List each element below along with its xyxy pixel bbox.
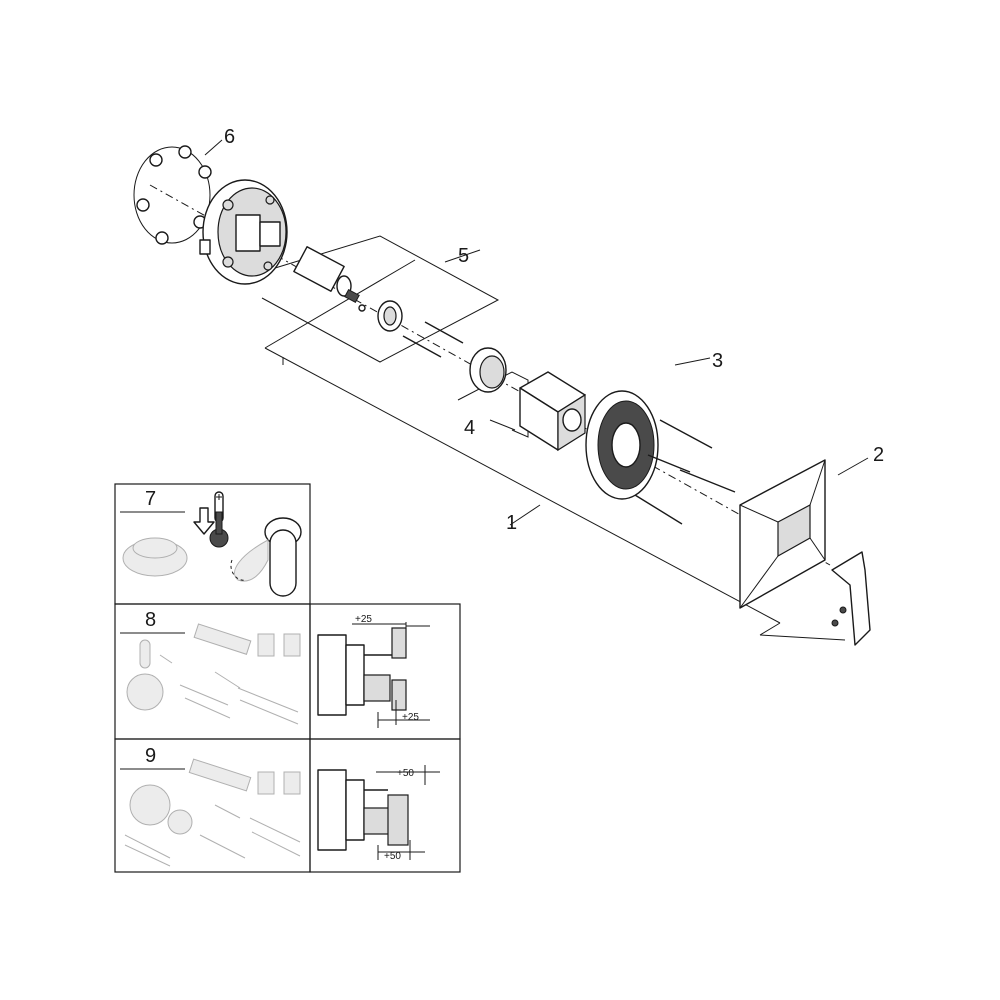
callout-4: 4 (464, 417, 475, 439)
dimension-8-top: +25 (355, 614, 372, 625)
callout-6: 6 (224, 126, 235, 148)
lever-rotation-illustration (230, 517, 302, 597)
extension-kit-9-parts (124, 758, 301, 867)
part-2-trim-plate (739, 457, 871, 646)
callout-3: 3 (712, 350, 723, 372)
panel-8: 8 +25 (114, 603, 461, 740)
dimension-9-top: +50 (397, 768, 414, 779)
arrow-down-icon (193, 507, 215, 535)
extension-kit-8-parts (126, 623, 301, 725)
bracket-5 (261, 235, 500, 363)
section-drawing-9 (317, 765, 440, 860)
callout-8: 8 (145, 609, 156, 631)
callout-5: 5 (458, 245, 469, 267)
dimension-8-bottom: +25 (402, 712, 419, 723)
thermometer-icon (209, 491, 229, 548)
callout-1: 1 (506, 512, 517, 534)
part-3-backplate (585, 357, 736, 525)
part-4-sleeve (469, 347, 586, 452)
panel-7: 7 (114, 483, 311, 605)
section-drawing-8 (317, 622, 430, 728)
part-5-cartridge-set (293, 246, 464, 358)
callout-9: 9 (145, 745, 156, 767)
panel-9: 9 +50 +50 (114, 738, 461, 873)
dimension-9-bottom: +50 (384, 851, 401, 862)
callout-7: 7 (145, 488, 156, 510)
part-mounting-body (199, 179, 288, 285)
part-6-seal-ring (133, 139, 223, 245)
assembly-bracket-1 (264, 259, 846, 641)
callout-2: 2 (873, 444, 884, 466)
